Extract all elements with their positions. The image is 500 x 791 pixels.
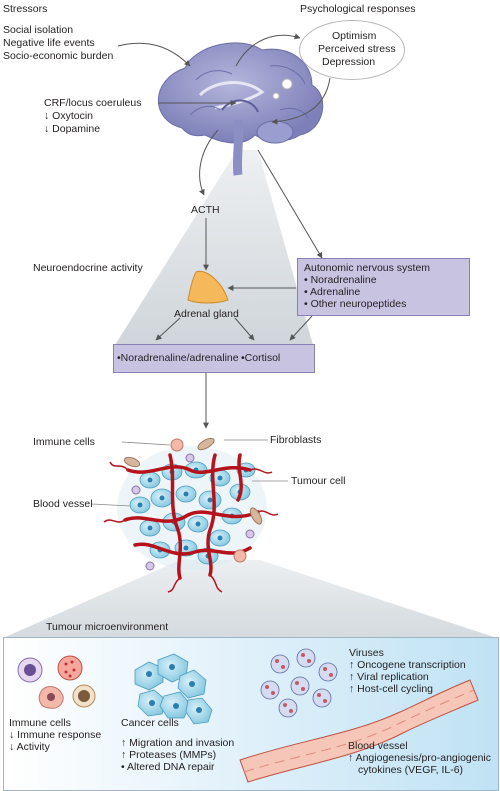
immune-cell: [245, 529, 255, 539]
panel-cancer-item: • Altered DNA repair: [121, 761, 215, 773]
panel-vessel-title: Blood vessel: [348, 740, 408, 752]
neuroendocrine-label: Neuroendocrine activity: [33, 262, 143, 274]
panel-immune-cells: [17, 655, 96, 709]
arrow-stressors-to-brain: [117, 42, 191, 67]
label-immune-cells: Immune cells: [33, 436, 95, 448]
panel-viruses-item: ↑ Host-cell cycling: [349, 683, 434, 695]
adrenal-gland-shape: [187, 270, 229, 304]
panel-cancer-nuclei: [146, 664, 202, 713]
ans-item: • Adrenaline: [304, 286, 361, 298]
acth-label: ACTH: [191, 204, 220, 216]
leader-vessel: [91, 503, 131, 507]
tumour-mass: [103, 437, 279, 593]
psych-title: Psychological responses: [300, 3, 416, 15]
arrow-adrenal-to-nor: [155, 317, 181, 341]
thought-dot-medium: [281, 78, 293, 90]
microenvironment-label: Tumour microenvironment: [46, 621, 169, 633]
immune-cell: [170, 438, 184, 452]
panel-viruses-item: ↑ Viral replication: [349, 671, 429, 683]
leader-immune: [121, 441, 171, 446]
thought-bubble: [299, 20, 405, 80]
neuroendocrine-cone: [115, 150, 313, 345]
panel-cancer-item: ↑ Proteases (MMPs): [121, 749, 217, 761]
stressor-item: Negative life events: [3, 37, 95, 49]
immune-cell: [185, 453, 195, 463]
arrow-adrenal-to-cortisol: [234, 317, 255, 341]
panel-vessel-item: cytokines (VEGF, IL-6): [358, 764, 464, 776]
brain-factor: ↓ Dopamine: [44, 123, 101, 135]
psych-item: Optimism: [332, 30, 377, 42]
panel-cancer-item: ↑ Migration and invasion: [121, 737, 235, 749]
panel-viruses-title: Viruses: [349, 647, 384, 659]
panel-viruses: [260, 648, 338, 718]
brain-factor: CRF/locus coeruleus: [44, 97, 142, 109]
panel-viruses-item: ↑ Oncogene transcription: [349, 659, 466, 671]
arrow-brain-to-acth: [199, 129, 219, 196]
hormone-noradrenaline: •Noradrenaline/adrenaline: [117, 352, 239, 364]
label-blood-vessel: Blood vessel: [33, 498, 93, 510]
panel-immune-item: ↓ Immune response: [9, 729, 102, 741]
stressors-title: Stressors: [3, 3, 48, 15]
hormone-cortisol: •Cortisol: [241, 352, 281, 364]
immune-cell: [233, 549, 247, 563]
panel-cancer-title: Cancer cells: [121, 717, 179, 729]
ans-item: • Other neuropeptides: [304, 298, 407, 310]
arrow-psych-to-brain: [271, 77, 331, 125]
panel-immune-title: Immune cells: [9, 717, 71, 729]
hormone-bar: [113, 344, 315, 373]
immune-cell: [131, 485, 141, 495]
brain-factor: ↓ Oxytocin: [44, 110, 94, 122]
fibroblast: [123, 456, 141, 468]
microenvironment-cone: [3, 560, 497, 638]
brain-illustration: [157, 42, 324, 176]
thought-dot-small: [272, 92, 280, 100]
adrenal-label: Adrenal gland: [174, 308, 239, 320]
ans-title: Autonomic nervous system: [304, 262, 431, 274]
ans-item: • Noradrenaline: [304, 274, 377, 286]
stressor-item: Socio-economic burden: [3, 50, 114, 62]
arrow-brain-to-ans: [257, 149, 323, 259]
arrow-ans-to-cortisol: [289, 315, 313, 341]
panel-vessel-item: ↑ Angiogenesis/pro-angiogenic: [348, 752, 492, 764]
arrow-brain-to-psych: [235, 33, 301, 67]
autonomic-box: [297, 258, 470, 316]
panel-blood-vessel: [239, 679, 479, 783]
fibroblast: [249, 507, 263, 525]
psych-item: Perceived stress: [318, 43, 396, 55]
label-fibroblasts: Fibroblasts: [270, 434, 322, 446]
panel-immune-item: ↓ Activity: [9, 741, 50, 753]
psych-item: Depression: [322, 56, 376, 68]
fibroblast: [197, 437, 215, 451]
label-tumour-cell: Tumour cell: [291, 475, 346, 487]
stressor-item: Social isolation: [3, 24, 74, 36]
immune-cell: [145, 561, 155, 571]
